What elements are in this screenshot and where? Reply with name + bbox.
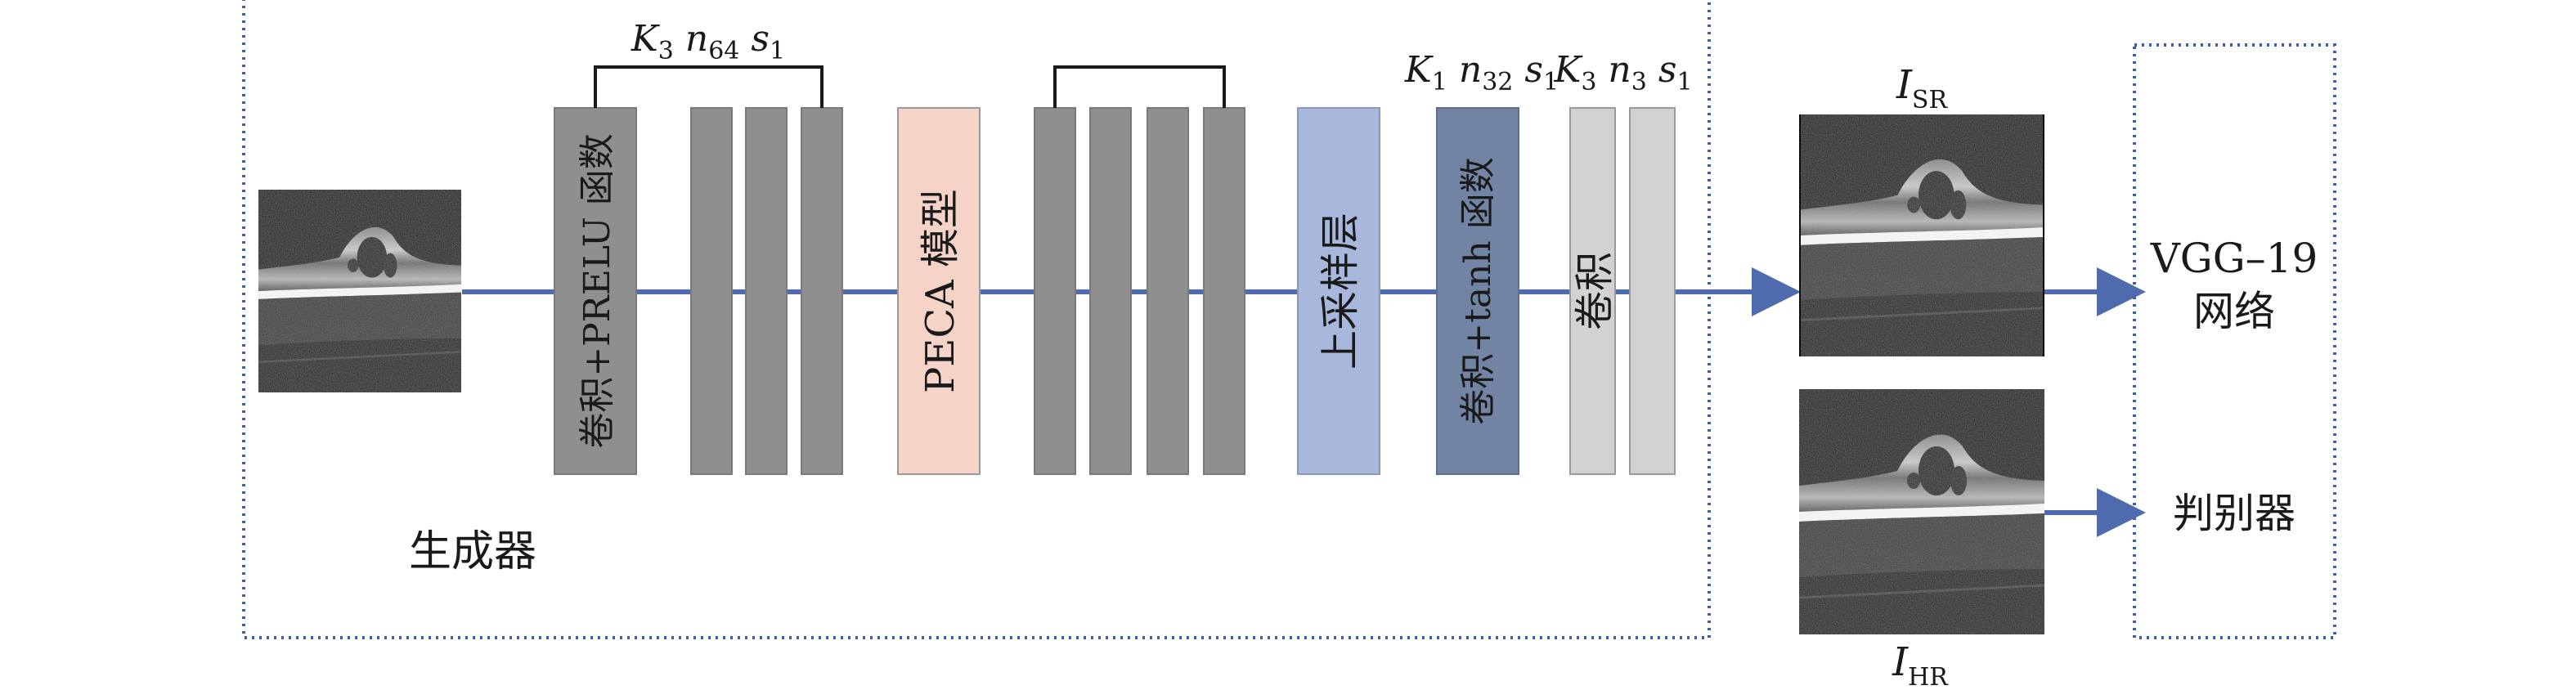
final-conv-label: 卷积 bbox=[1572, 252, 1618, 330]
residual-bar-2d bbox=[1203, 107, 1245, 475]
peca-label: PECA 模型 bbox=[918, 189, 963, 393]
conv-prelu-label: 卷积+PRELU 函数 bbox=[577, 133, 618, 449]
residual-bar-1a bbox=[690, 107, 733, 475]
input-oct-image bbox=[258, 190, 461, 392]
sr-output-image bbox=[1799, 114, 2044, 356]
residual-bar-1c bbox=[801, 107, 843, 475]
hr-label: IHR bbox=[1892, 639, 1949, 692]
sr-label: ISR bbox=[1896, 62, 1949, 114]
param-label-tanh: K1 n32 s1 bbox=[1404, 49, 1559, 96]
upsample-block: 上采样层 bbox=[1297, 107, 1380, 475]
discriminator-label: 判别器 bbox=[2173, 490, 2296, 537]
param-label-block: K3 n64 s1 bbox=[631, 18, 785, 65]
generator-title: 生成器 bbox=[409, 527, 536, 576]
peca-block: PECA 模型 bbox=[897, 107, 981, 475]
skip-connection-2 bbox=[1053, 65, 1226, 108]
final-conv-block: 卷积 bbox=[1569, 107, 1618, 475]
skip-connection-1 bbox=[594, 65, 824, 108]
residual-bar-2b bbox=[1089, 107, 1132, 475]
conv-tanh-label: 卷积+tanh 函数 bbox=[1457, 157, 1499, 424]
generator-frame bbox=[242, 0, 1711, 639]
vgg-label-line1: VGG–19 bbox=[2150, 235, 2318, 282]
hr-image bbox=[1799, 389, 2044, 634]
residual-bar-2a bbox=[1034, 107, 1076, 475]
param-label-final: K3 n3 s1 bbox=[1553, 49, 1692, 96]
vgg-label-line2: 网络 bbox=[2193, 288, 2275, 335]
right-panel-frame bbox=[2133, 43, 2336, 639]
final-conv-bar-2 bbox=[1629, 107, 1676, 475]
residual-bar-2c bbox=[1147, 107, 1189, 475]
conv-prelu-block: 卷积+PRELU 函数 bbox=[554, 107, 637, 475]
conv-tanh-block: 卷积+tanh 函数 bbox=[1436, 107, 1519, 475]
upsample-label: 上采样层 bbox=[1317, 213, 1363, 370]
residual-bar-1b bbox=[745, 107, 788, 475]
